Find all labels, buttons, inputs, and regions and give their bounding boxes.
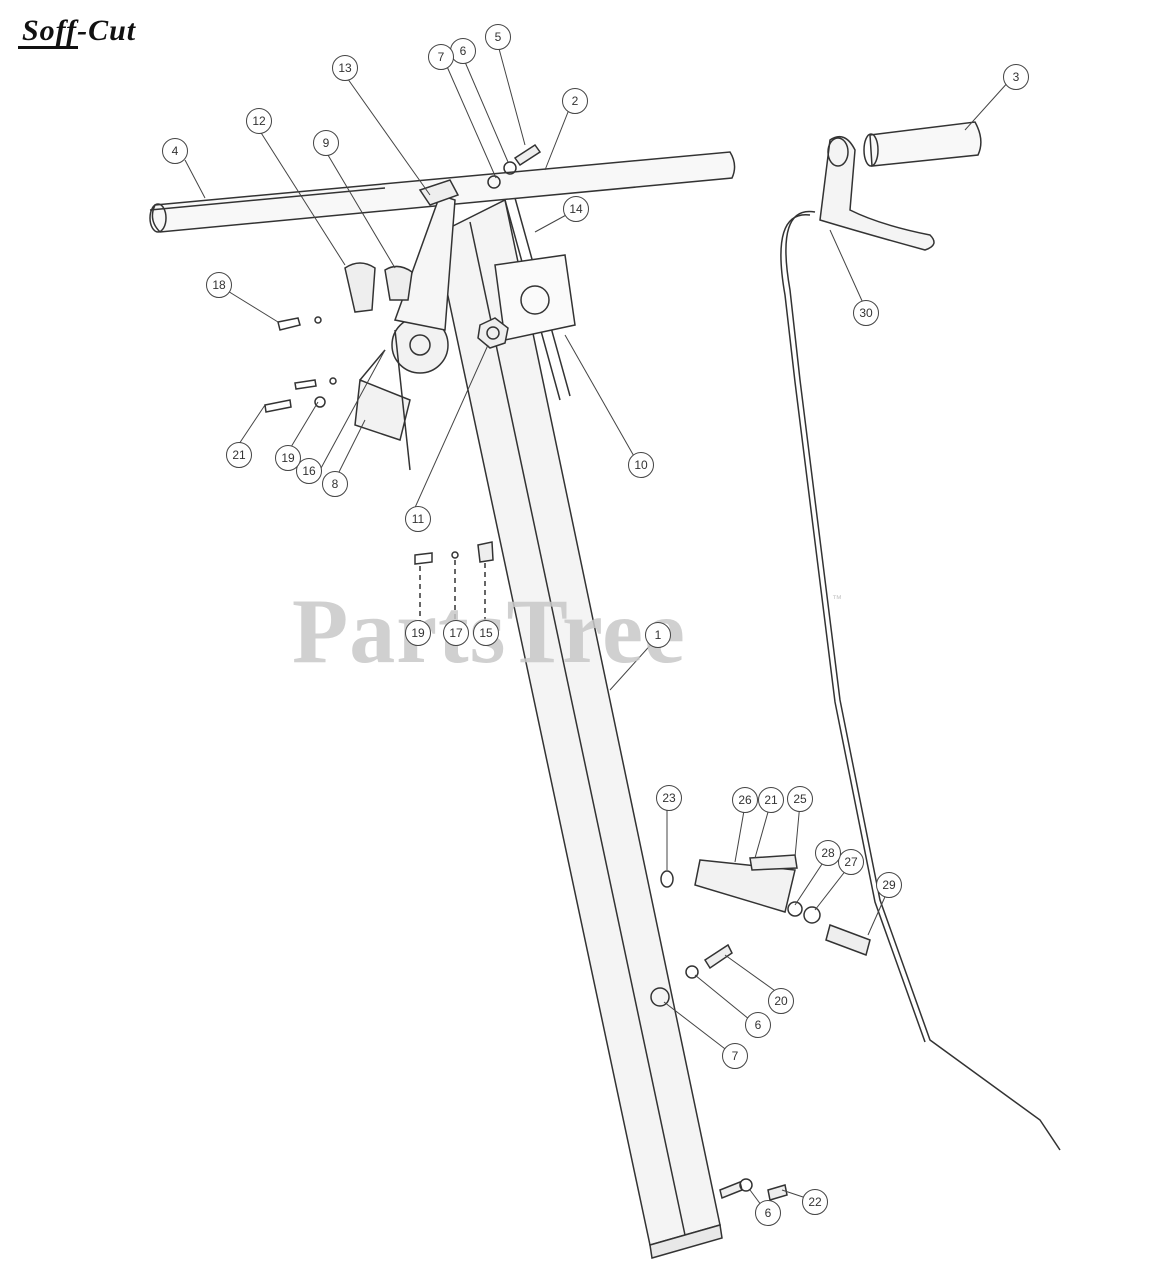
logo-underline <box>18 46 78 49</box>
brand-logo: Soff-Cut <box>22 14 137 47</box>
callout-13[interactable]: 13 <box>332 55 358 81</box>
handle-tube <box>434 198 723 1259</box>
mid-hardware <box>414 541 494 625</box>
callout-6-top[interactable]: 6 <box>450 38 476 64</box>
brake-cable <box>785 210 1061 1151</box>
callout-2[interactable]: 2 <box>562 88 588 114</box>
callout-17[interactable]: 17 <box>443 620 469 646</box>
callout-27[interactable]: 27 <box>838 849 864 875</box>
callout-7-bottom[interactable]: 7 <box>722 1043 748 1069</box>
nut-11 <box>477 317 509 349</box>
callout-20[interactable]: 20 <box>768 988 794 1014</box>
control-assembly <box>344 179 460 471</box>
callout-14[interactable]: 14 <box>563 196 589 222</box>
callout-22[interactable]: 22 <box>802 1189 828 1215</box>
callout-29[interactable]: 29 <box>876 872 902 898</box>
callout-25[interactable]: 25 <box>787 786 813 812</box>
callout-7-top[interactable]: 7 <box>428 44 454 70</box>
right-grip <box>863 121 982 167</box>
callout-1[interactable]: 1 <box>645 622 671 648</box>
callout-15[interactable]: 15 <box>473 620 499 646</box>
callout-18[interactable]: 18 <box>206 272 232 298</box>
callout-8[interactable]: 8 <box>322 471 348 497</box>
callout-4[interactable]: 4 <box>162 138 188 164</box>
callout-12[interactable]: 12 <box>246 108 272 134</box>
callout-5[interactable]: 5 <box>485 24 511 50</box>
left-hardware <box>264 316 337 413</box>
callout-16[interactable]: 16 <box>296 458 322 484</box>
callout-21-left[interactable]: 21 <box>226 442 252 468</box>
watermark-trademark: ™ <box>832 594 842 605</box>
callout-6-bottom[interactable]: 6 <box>755 1200 781 1226</box>
callout-3[interactable]: 3 <box>1003 64 1029 90</box>
callout-9[interactable]: 9 <box>313 130 339 156</box>
callout-21-bracket[interactable]: 21 <box>758 787 784 813</box>
callout-10[interactable]: 10 <box>628 452 654 478</box>
callout-6-mid[interactable]: 6 <box>745 1012 771 1038</box>
callout-11[interactable]: 11 <box>405 506 431 532</box>
top-hardware <box>487 143 542 189</box>
decal-plate <box>494 254 576 341</box>
leader-lines <box>184 44 1011 1214</box>
callout-19-left[interactable]: 19 <box>275 445 301 471</box>
callout-30[interactable]: 30 <box>853 300 879 326</box>
callout-26[interactable]: 26 <box>732 787 758 813</box>
callout-28[interactable]: 28 <box>815 840 841 866</box>
brake-lever <box>819 135 935 251</box>
callout-19-mid[interactable]: 19 <box>405 620 431 646</box>
callout-23[interactable]: 23 <box>656 785 682 811</box>
bracket-hardware <box>650 854 871 1201</box>
